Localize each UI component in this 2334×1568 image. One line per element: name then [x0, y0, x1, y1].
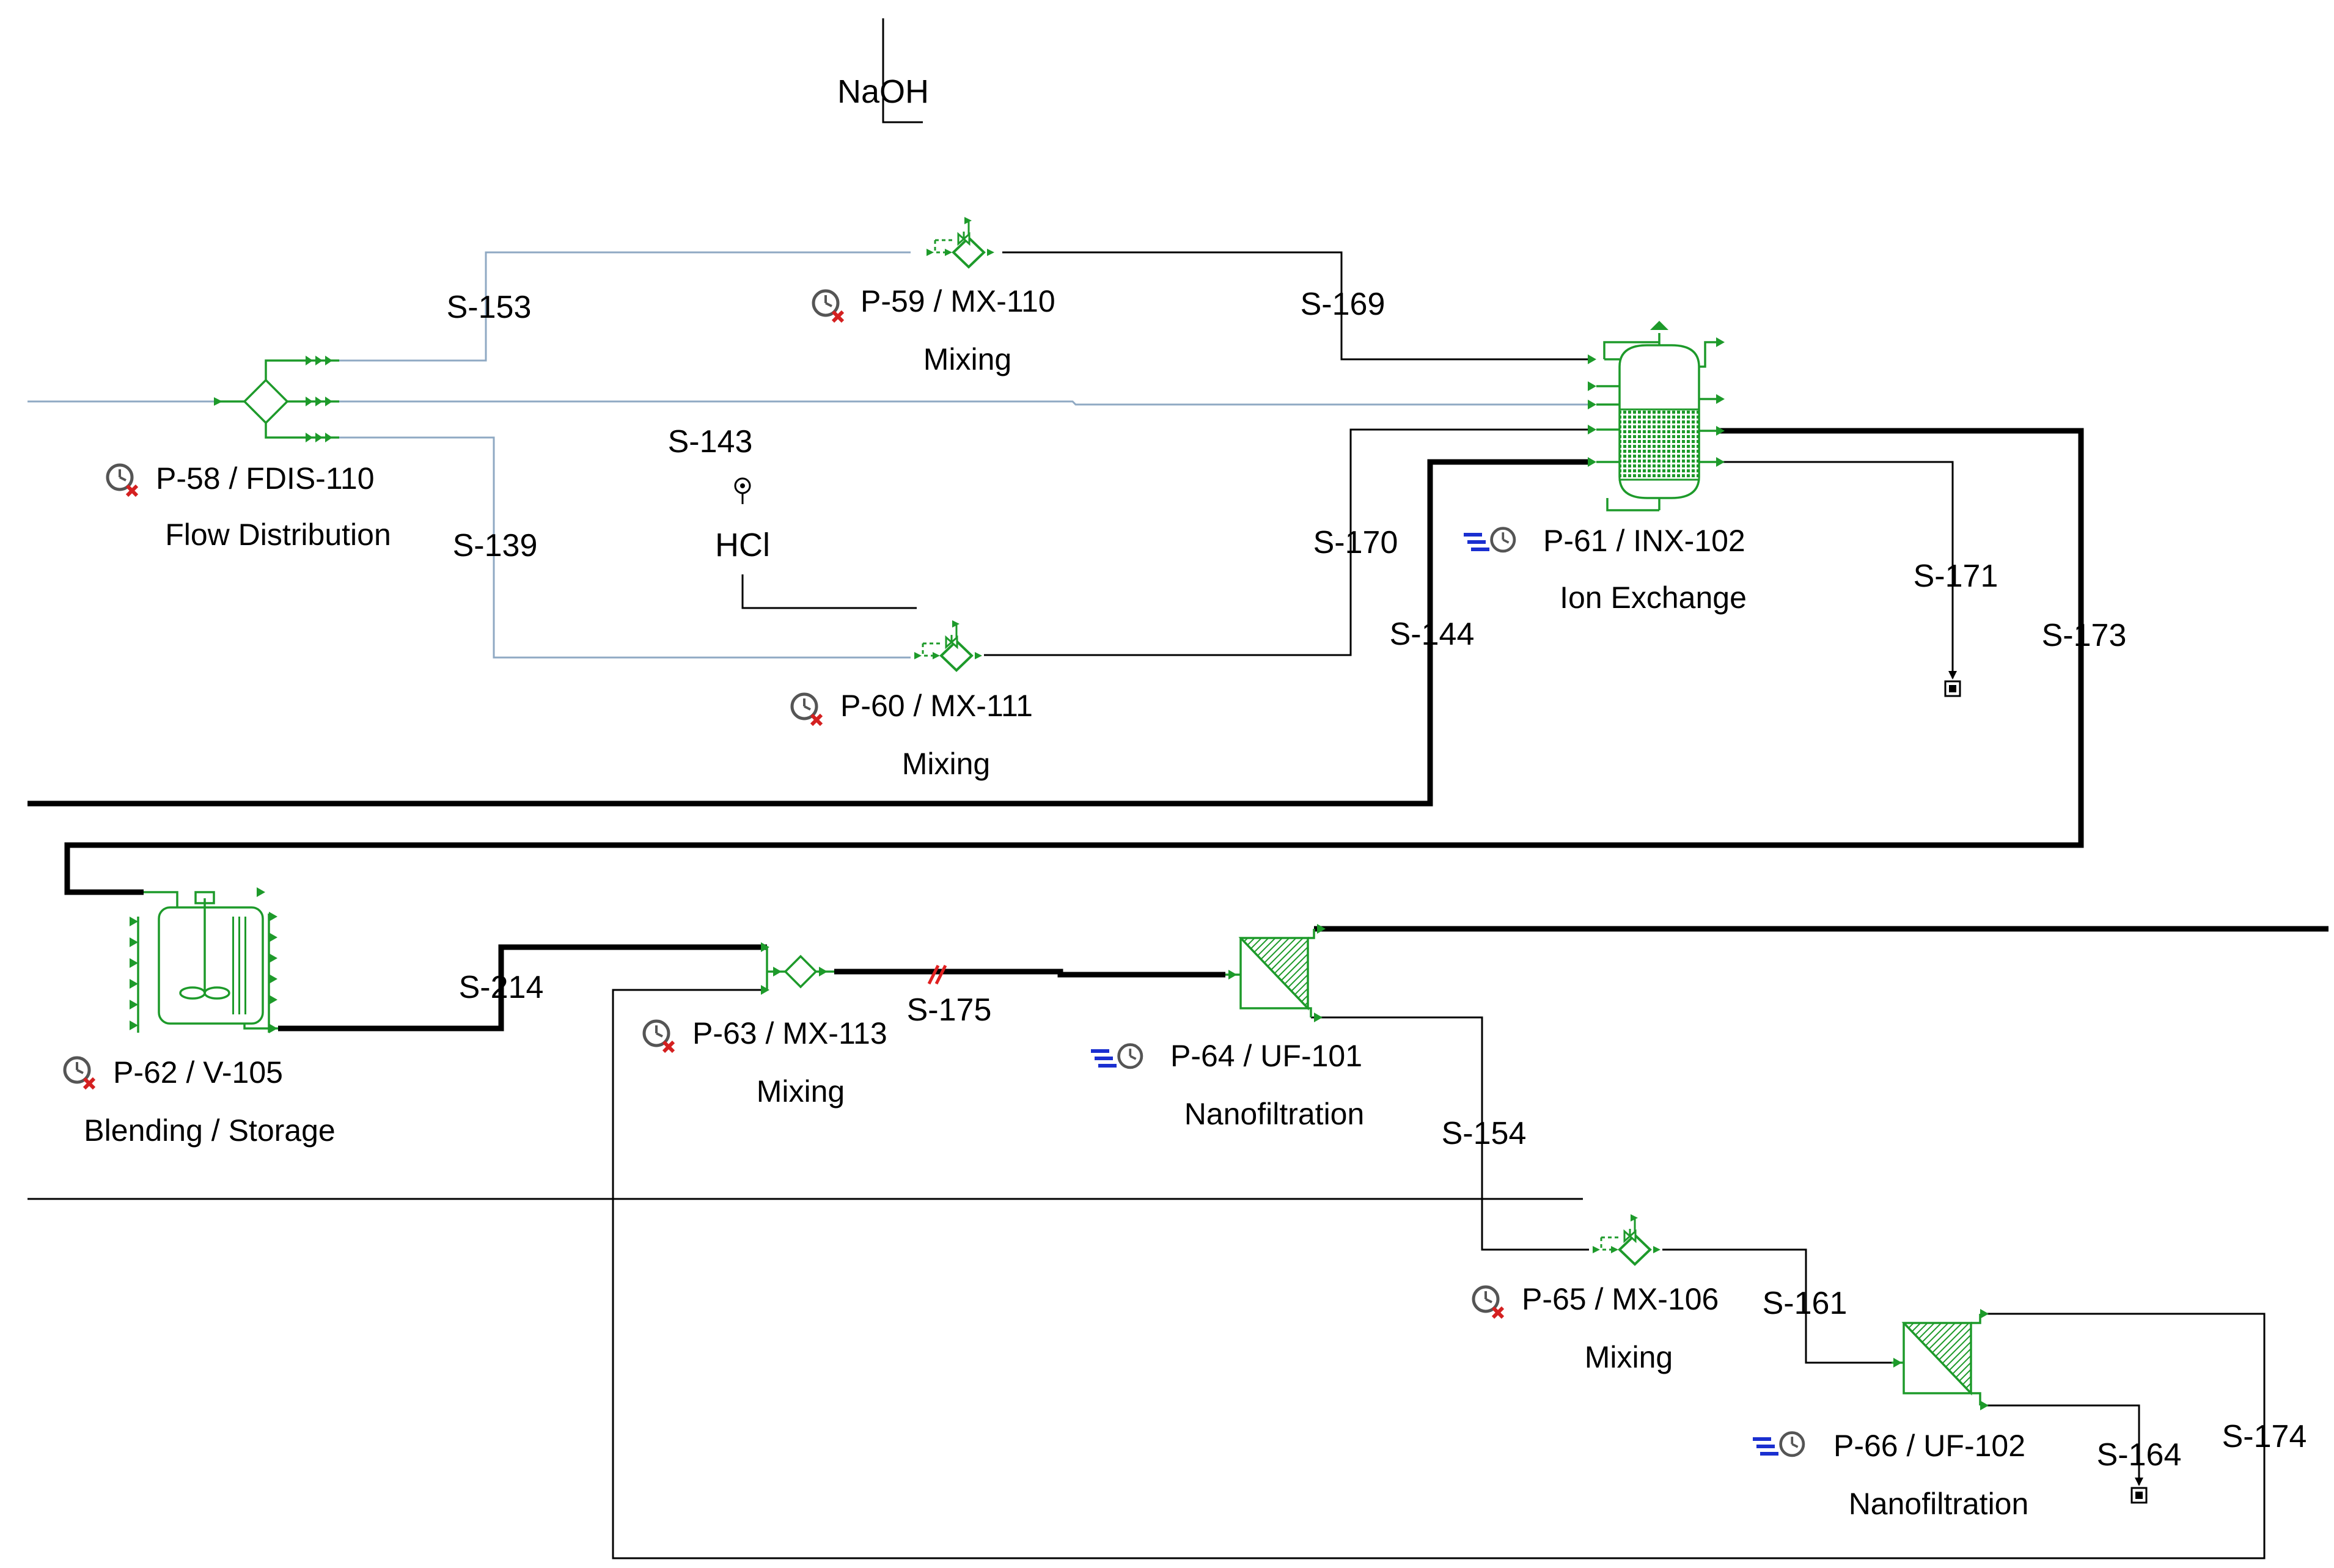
unit-tag-p60[interactable]: P-60 / MX-111	[840, 689, 1033, 723]
stream-s171-line[interactable]	[1717, 461, 1954, 678]
unit-desc-p61: Ion Exchange	[1560, 581, 1747, 615]
stream-label-s214[interactable]: S-214	[459, 970, 544, 1005]
unit-tag-p61[interactable]: P-61 / INX-102	[1543, 524, 1745, 558]
unit-labels: P-58 / FDIS-110 Flow Distribution P-59 /…	[84, 284, 2028, 1521]
stream-s170-line[interactable]	[984, 428, 1589, 656]
stream-label-s154[interactable]: S-154	[1442, 1116, 1527, 1151]
stream-labels: S-153 S-169 S-143 S-139 S-170 S-144 S-17…	[447, 287, 2307, 1473]
unit-desc-p60: Mixing	[902, 747, 990, 781]
unit-desc-p64: Nanofiltration	[1184, 1097, 1365, 1131]
blending-tank-v-105[interactable]	[130, 887, 278, 1033]
unit-desc-p65: Mixing	[1585, 1340, 1673, 1374]
stream-label-s170[interactable]: S-170	[1313, 525, 1398, 560]
stream-s173-line[interactable]	[64, 428, 2084, 895]
feed-hcl-label: HCl	[715, 527, 770, 563]
s171-sink-terminal	[1944, 671, 1961, 697]
ultrafilter-uf-102[interactable]	[1892, 1309, 1989, 1410]
clock-blue-lines-icon[interactable]	[1091, 1045, 1142, 1068]
stream-s174-line[interactable]	[612, 989, 2266, 1559]
stream-label-s153[interactable]: S-153	[447, 290, 532, 325]
stream-s139-line[interactable]	[339, 436, 911, 659]
stream-lines	[28, 18, 2328, 1559]
stream-label-s161[interactable]: S-161	[1763, 1286, 1848, 1321]
s164-sink-terminal	[2130, 1478, 2148, 1504]
unit-desc-p58: Flow Distribution	[165, 518, 391, 552]
stream-s154-line[interactable]	[1311, 1016, 1589, 1251]
stream-distributor-middle-line[interactable]	[339, 400, 1589, 406]
clock-red-x-icon[interactable]	[1473, 1287, 1503, 1317]
unit-tag-p63[interactable]: P-63 / MX-113	[692, 1016, 887, 1050]
unit-tag-p62[interactable]: P-62 / V-105	[113, 1055, 283, 1090]
unit-desc-p62: Blending / Storage	[84, 1113, 335, 1148]
unit-tag-p65[interactable]: P-65 / MX-106	[1522, 1282, 1719, 1316]
mixer-mx-106[interactable]	[1591, 1213, 1662, 1266]
ion-exchange-column-inx-102[interactable]	[1588, 321, 1725, 511]
stream-label-s171[interactable]: S-171	[1914, 559, 1998, 594]
flow-distributor-fdis-110[interactable]	[214, 356, 339, 442]
unit-tag-p58[interactable]: P-58 / FDIS-110	[156, 461, 375, 496]
stream-s153-line[interactable]	[339, 251, 911, 362]
stream-label-s164[interactable]: S-164	[2097, 1437, 2182, 1473]
stream-s175-line[interactable]	[834, 969, 1225, 978]
unit-desc-p59: Mixing	[923, 342, 1011, 376]
stream-s164-line[interactable]	[1980, 1404, 2140, 1485]
unit-tag-p59[interactable]: P-59 / MX-110	[861, 284, 1055, 318]
stream-label-s169[interactable]: S-169	[1301, 287, 1385, 322]
unit-tag-p66[interactable]: P-66 / UF-102	[1833, 1429, 2025, 1463]
clock-blue-lines-icon[interactable]	[1753, 1433, 1804, 1456]
unit-desc-p66: Nanofiltration	[1849, 1487, 2029, 1521]
stream-s144-line[interactable]	[28, 459, 1589, 807]
stream-s161-line[interactable]	[1662, 1248, 1892, 1364]
clock-red-x-icon[interactable]	[813, 291, 843, 321]
clock-red-x-icon[interactable]	[65, 1058, 94, 1088]
feed-naoh-label: NaOH	[837, 73, 929, 110]
clock-red-x-icon[interactable]	[644, 1021, 673, 1052]
ultrafilter-uf-101[interactable]	[1225, 924, 1326, 1022]
mixer-mx-111[interactable]	[913, 619, 983, 672]
stream-s214-line[interactable]	[278, 944, 767, 1031]
mixer-mx-113[interactable]	[761, 942, 834, 995]
clock-red-x-icon[interactable]	[792, 694, 821, 725]
stream-label-s143[interactable]: S-143	[668, 424, 753, 460]
unit-tag-p64[interactable]: P-64 / UF-101	[1170, 1039, 1362, 1073]
stream-break-mark	[927, 964, 947, 985]
mixer-mx-110[interactable]	[925, 216, 996, 268]
clock-red-x-icon[interactable]	[108, 465, 137, 496]
unit-desc-p63: Mixing	[757, 1074, 845, 1108]
stream-label-s173[interactable]: S-173	[2042, 618, 2127, 653]
s143-source-terminal	[734, 477, 751, 494]
feed-labels: NaOH HCl	[715, 73, 929, 563]
stream-label-s175[interactable]: S-175	[907, 992, 992, 1028]
stream-label-s174[interactable]: S-174	[2222, 1419, 2307, 1454]
stream-label-s139[interactable]: S-139	[453, 528, 538, 563]
stream-label-s144[interactable]: S-144	[1390, 617, 1475, 652]
stream-hcl-line[interactable]	[741, 574, 917, 609]
stream-s169-line[interactable]	[1002, 251, 1589, 361]
clock-blue-lines-icon[interactable]	[1464, 529, 1514, 551]
